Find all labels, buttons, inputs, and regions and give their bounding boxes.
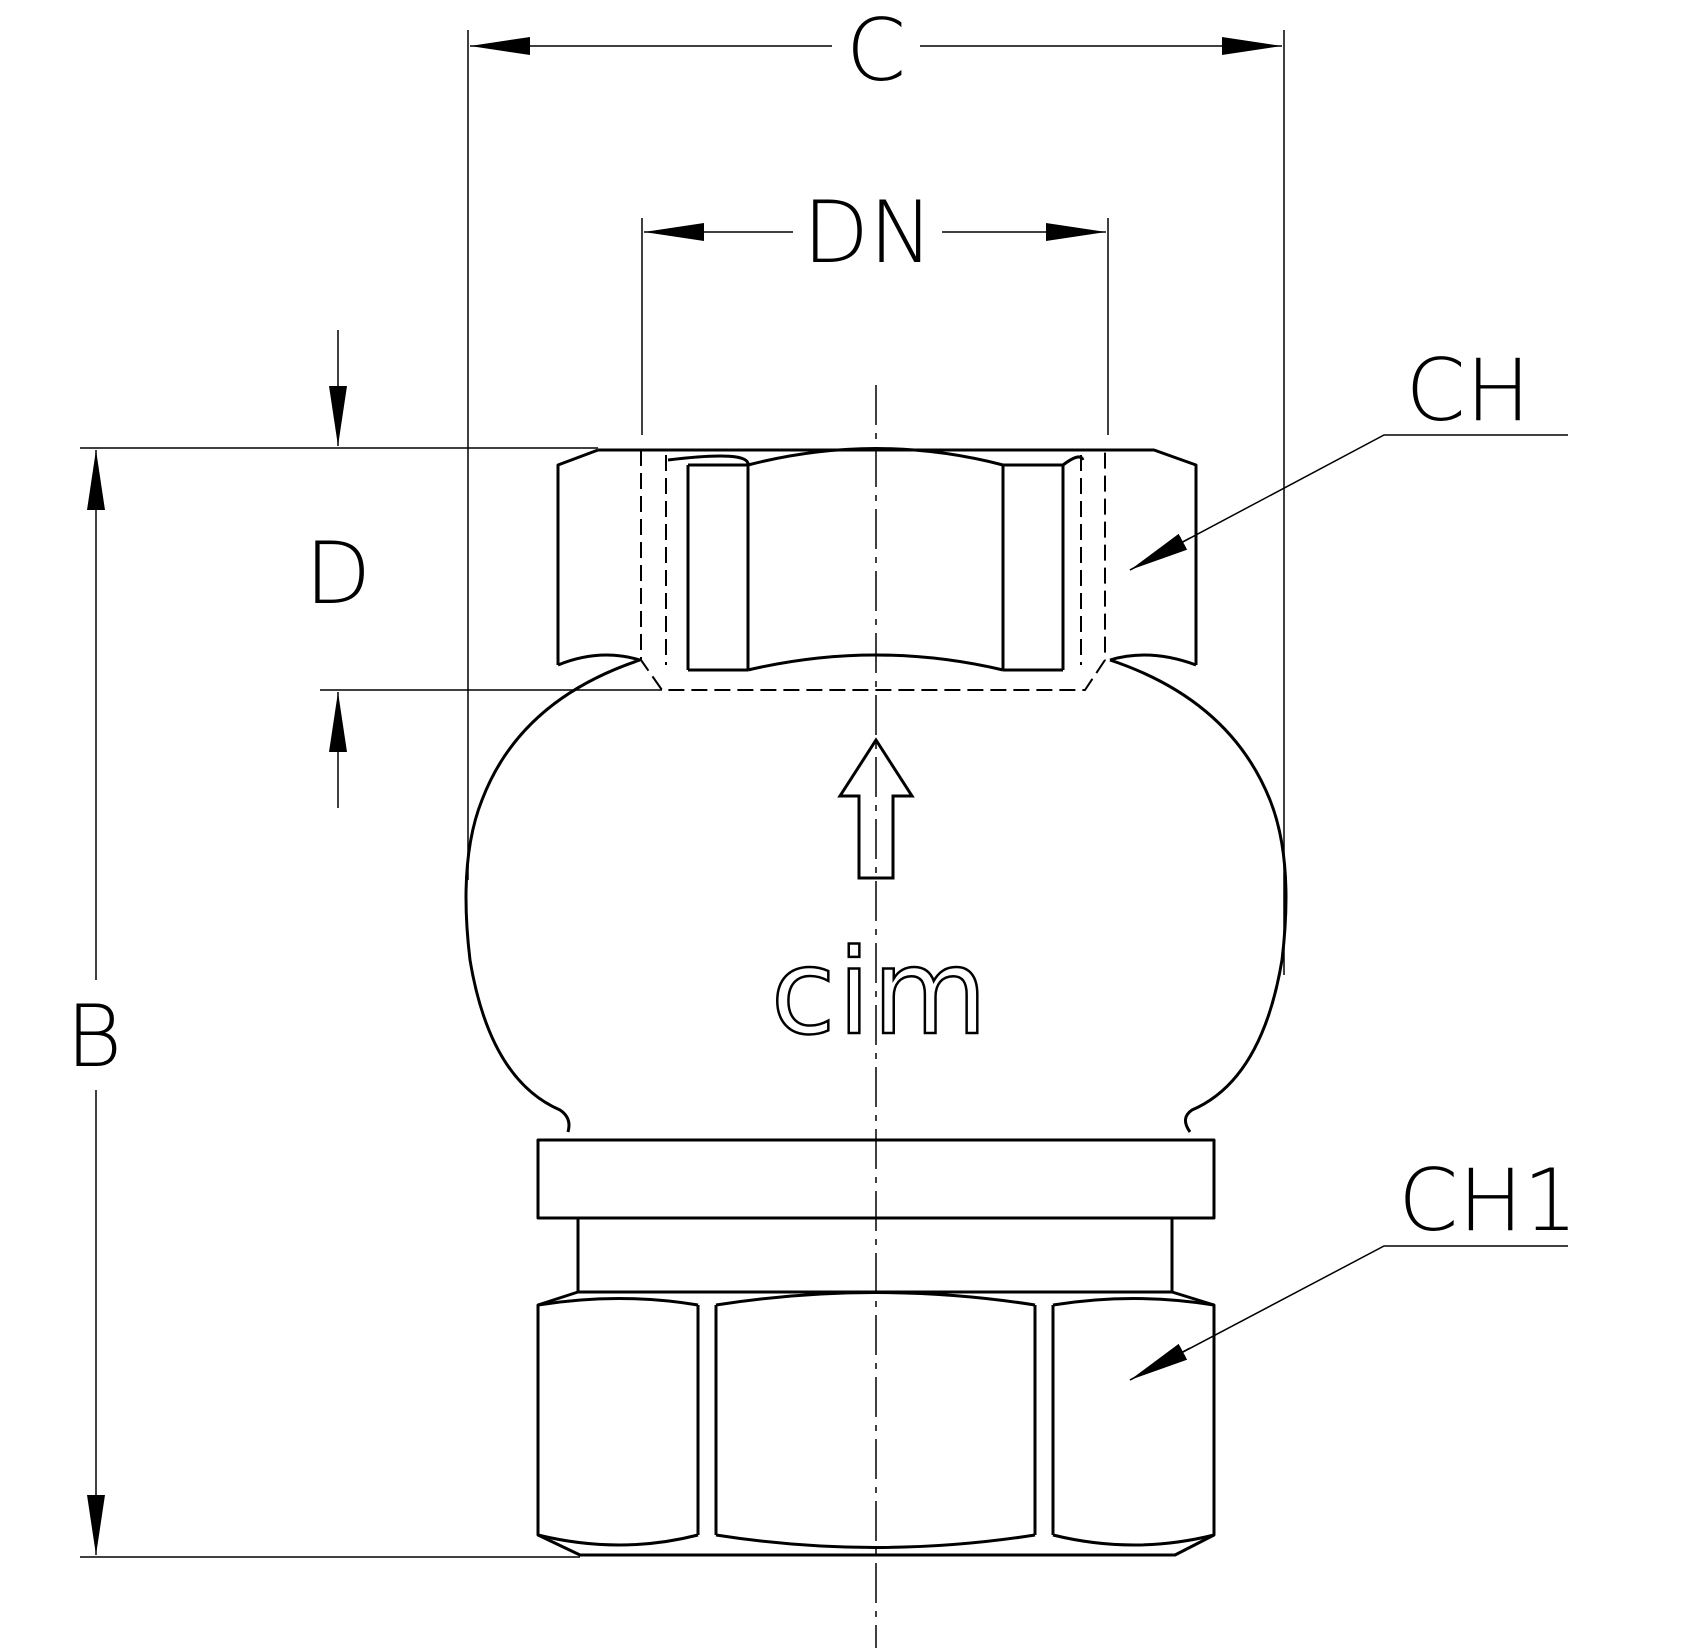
brand-logo: cim xyxy=(771,923,990,1061)
top-hex-flats xyxy=(686,465,1065,670)
ch1-leader-arrow xyxy=(1129,1343,1191,1381)
hidden-thread-lines xyxy=(640,450,1106,691)
body-bulb xyxy=(464,653,1288,1133)
ch-leader-arrow xyxy=(1129,533,1191,571)
bottom-hex-flats xyxy=(696,1305,1055,1535)
label-ch: CH xyxy=(1406,341,1531,441)
top-hex-outline xyxy=(556,448,1198,665)
label-d: D xyxy=(305,524,371,624)
neck xyxy=(576,1218,1174,1292)
label-dn: DN xyxy=(803,183,934,283)
bottom-hex-outline xyxy=(536,1290,1216,1557)
dimension-lines xyxy=(80,30,1568,1558)
ch1-leader-line xyxy=(1129,1245,1568,1381)
label-ch1: CH1 xyxy=(1398,1151,1577,1251)
flow-direction-arrow xyxy=(837,737,915,880)
label-c: C xyxy=(846,1,906,101)
ch-leader-line xyxy=(1129,434,1568,571)
label-b: B xyxy=(66,987,122,1087)
